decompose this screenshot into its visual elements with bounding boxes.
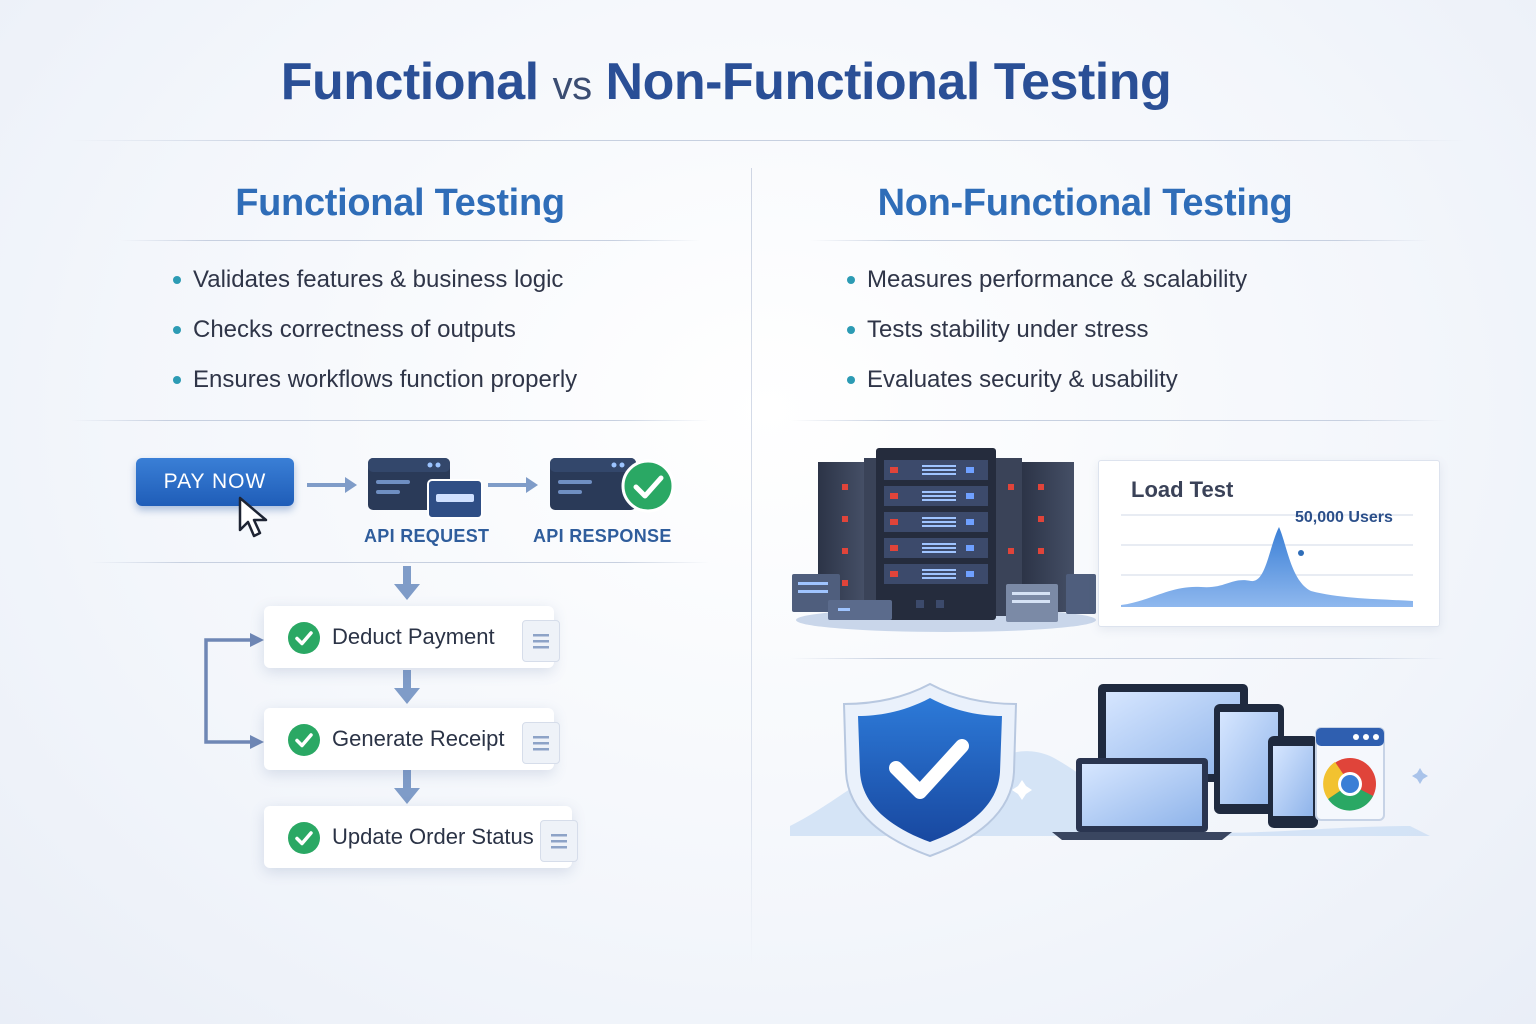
step-label: Generate Receipt (332, 726, 505, 751)
api-response-server-icon (550, 458, 675, 513)
chart-area-series (1121, 527, 1413, 607)
functional-bullet: Validates features & business logic (173, 265, 577, 315)
functional-bullet-list: Validates features & business logic Chec… (173, 265, 577, 415)
document-icon (522, 722, 560, 764)
api-response-label: API RESPONSE (533, 526, 672, 546)
check-icon (288, 622, 320, 654)
right-mid-divider (790, 658, 1446, 659)
main-title-part2: Non-Functional Testing (605, 53, 1172, 111)
bullet-dot (847, 276, 855, 284)
step-label: Deduct Payment (332, 624, 495, 649)
functional-heading-divider (120, 240, 700, 241)
document-icon (540, 820, 578, 862)
bullet-dot (847, 376, 855, 384)
cursor-icon (238, 496, 268, 538)
server-rack-icon (792, 448, 1096, 632)
step-card-generate-receipt: Generate Receipt (264, 708, 560, 770)
chart-peak-marker (1298, 550, 1304, 556)
bullet-dot (173, 376, 181, 384)
step-card-deduct-payment: Deduct Payment (264, 606, 560, 668)
bullet-dot (173, 326, 181, 334)
non-functional-bullet-list: Measures performance & scalability Tests… (847, 265, 1247, 415)
non-functional-heading: Non-Functional Testing (877, 182, 1293, 224)
functional-bullet: Ensures workflows function properly (173, 365, 577, 415)
arrow-down-icon (394, 770, 420, 804)
devices-icon (1052, 684, 1318, 840)
main-title-part1: Functional (280, 53, 539, 111)
flow-divider (90, 562, 710, 563)
security-usability-illustration (790, 682, 1430, 858)
check-icon (288, 724, 320, 756)
load-test-peak-label: 50,000 Users (1295, 509, 1393, 526)
load-test-area-chart (1121, 514, 1413, 607)
loop-connector-icon (204, 633, 264, 749)
non-functional-bullet: Evaluates security & usability (847, 365, 1247, 415)
bullet-dot (847, 326, 855, 334)
shield-check-icon (842, 682, 1018, 858)
functional-bullet: Checks correctness of outputs (173, 315, 577, 365)
api-request-server-icon (368, 458, 483, 519)
arrow-down-icon (394, 670, 420, 704)
document-icon (522, 620, 560, 662)
title-divider (70, 140, 1466, 141)
load-test-panel: Load Test 50,000 Users (1098, 460, 1440, 627)
step-card-update-order-status: Update Order Status (264, 806, 578, 868)
bullet-dot (173, 276, 181, 284)
arrow-right-icon (488, 477, 538, 493)
non-functional-heading-divider (810, 240, 1430, 241)
functional-bullets-divider (70, 420, 710, 421)
non-functional-bullet: Measures performance & scalability (847, 265, 1247, 315)
browser-icon (1315, 727, 1385, 821)
load-test-title: Load Test (1131, 477, 1234, 502)
non-functional-bullet: Tests stability under stress (847, 315, 1247, 365)
api-request-label: API REQUEST (364, 526, 490, 546)
step-label: Update Order Status (332, 824, 534, 849)
column-divider (751, 168, 752, 968)
check-icon (288, 822, 320, 854)
pay-now-button[interactable]: PAY NOW (136, 458, 294, 506)
arrow-down-icon (394, 566, 420, 600)
main-title: Functional vs Non-Functional Testing (0, 52, 1452, 112)
main-title-vs: vs (552, 64, 593, 108)
functional-heading: Functional Testing (235, 182, 565, 224)
non-functional-bullets-divider (790, 420, 1446, 421)
arrow-right-icon (307, 477, 357, 493)
